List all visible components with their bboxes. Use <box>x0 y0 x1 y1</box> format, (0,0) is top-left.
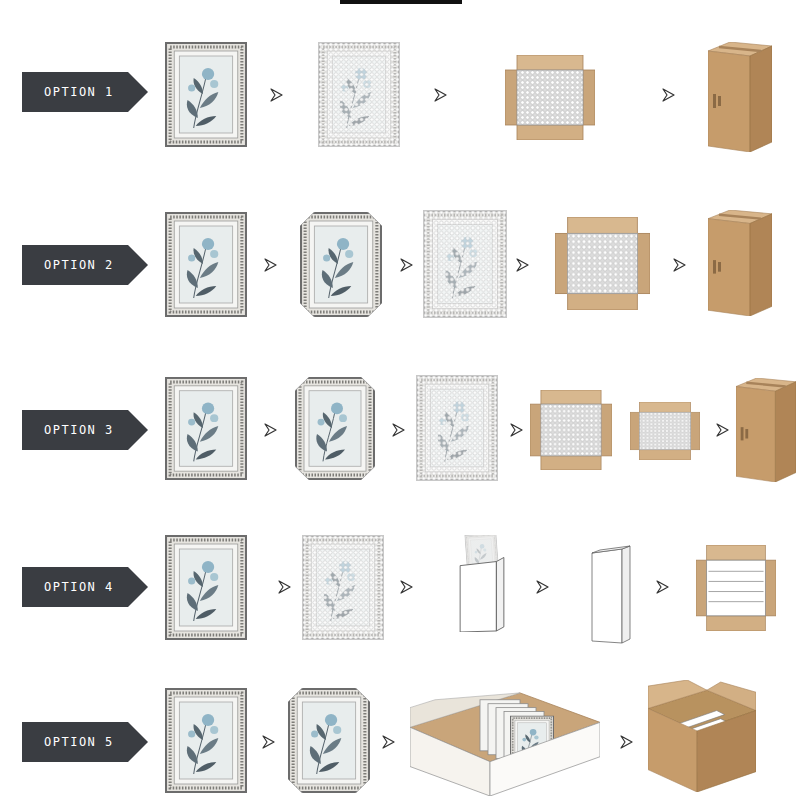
frame-with-corner-protectors <box>293 375 377 482</box>
frame-with-corner-protectors <box>286 686 372 795</box>
picture-frame <box>166 378 246 479</box>
step-chevron <box>401 581 412 593</box>
option-label: OPTION 2 <box>44 258 114 272</box>
step-chevron <box>265 259 276 271</box>
tag-shape <box>22 410 148 450</box>
step-chevron <box>435 89 446 101</box>
open-carton <box>505 55 595 140</box>
open-carton <box>530 390 612 470</box>
bubble-wrapped-frame <box>423 210 507 318</box>
bubble-wrapped-frame <box>416 375 498 481</box>
step-chevron <box>263 736 274 748</box>
option-tag: OPTION 4 <box>22 567 148 607</box>
top-bar <box>340 0 462 4</box>
bubble-wrapped-frame <box>302 535 384 640</box>
picture-frame <box>166 43 246 146</box>
closed-white-box <box>592 546 630 643</box>
step-chevron <box>401 259 412 271</box>
step-chevron <box>621 736 632 748</box>
step-chevron <box>674 259 685 271</box>
tag-shape <box>22 567 148 607</box>
closed-carton <box>708 42 772 152</box>
closed-carton <box>708 210 772 316</box>
picture-frame <box>166 689 246 792</box>
tag-shape <box>22 72 148 112</box>
step-chevron <box>657 581 668 593</box>
step-chevron <box>537 581 548 593</box>
option-tag: OPTION 1 <box>22 72 148 112</box>
step-chevron <box>383 736 394 748</box>
tag-shape <box>22 245 148 285</box>
step-chevron <box>517 259 528 271</box>
option-label: OPTION 1 <box>44 85 114 99</box>
open-carton <box>555 217 650 310</box>
bubble-wrapped-frame <box>318 42 400 147</box>
picture-frame <box>166 213 246 316</box>
option-label: OPTION 5 <box>44 735 114 749</box>
step-chevron <box>663 89 674 101</box>
option-tag: OPTION 3 <box>22 410 148 450</box>
packed-carton <box>648 680 756 792</box>
frame-with-corner-protectors <box>298 210 384 319</box>
option-tag: OPTION 2 <box>22 245 148 285</box>
step-chevron <box>279 581 290 593</box>
step-chevron <box>511 424 522 436</box>
white-gift-box <box>460 533 504 632</box>
open-bulk-carton <box>410 693 600 796</box>
option-label: OPTION 4 <box>44 580 114 594</box>
closed-carton <box>736 378 796 482</box>
open-outer-carton <box>630 402 700 460</box>
step-chevron <box>271 89 282 101</box>
carton-with-white-boxes <box>696 545 776 631</box>
picture-frame <box>166 536 246 639</box>
step-chevron <box>717 424 728 436</box>
option-label: OPTION 3 <box>44 423 114 437</box>
step-chevron <box>393 424 404 436</box>
tag-shape <box>22 722 148 762</box>
option-tag: OPTION 5 <box>22 722 148 762</box>
step-chevron <box>265 424 276 436</box>
